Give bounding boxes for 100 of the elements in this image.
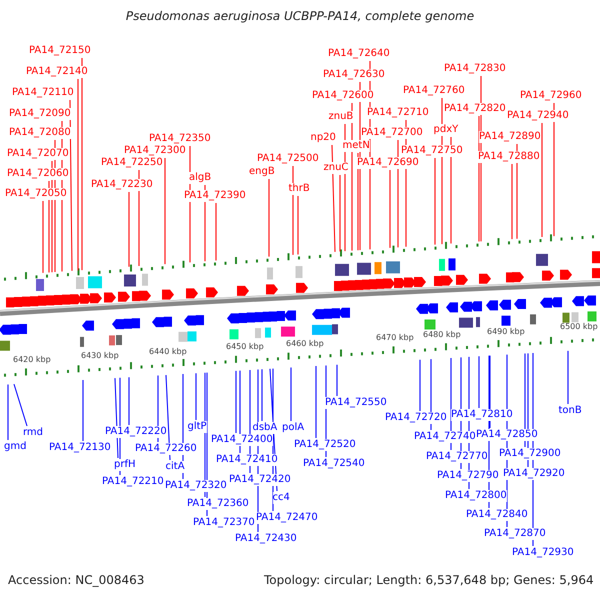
gene-label: PA14_72690: [357, 157, 419, 169]
gene-label: PA14_72740: [414, 431, 476, 443]
gene-label: PA14_72210: [102, 476, 164, 488]
gene-label: PA14_72920: [503, 468, 565, 480]
gene-label: PA14_72790: [437, 470, 499, 482]
gene-label: PA14_72890: [479, 131, 541, 143]
scale-label: 6460 kbp: [286, 338, 324, 349]
scale-label: 6500 kbp: [560, 322, 598, 332]
scale-label: 6430 kbp: [81, 351, 119, 361]
gene-label: PA14_72820: [444, 103, 506, 115]
gene-label: PA14_72300: [124, 145, 186, 157]
gene-label: PA14_72520: [294, 439, 356, 451]
scale-label: 6440 kbp: [149, 346, 187, 357]
gene-label: PA14_72150: [29, 45, 91, 57]
gene-label: PA14_72130: [49, 442, 111, 454]
gene-label: PA14_72700: [361, 127, 423, 139]
gene-label: PA14_72140: [26, 66, 88, 78]
gene-label: PA14_72720: [385, 412, 447, 424]
leader-line: [292, 166, 294, 256]
gene-label: PA14_72050: [5, 188, 67, 200]
gene-label: PA14_72540: [303, 458, 365, 470]
leader-line: [434, 158, 436, 246]
gene-label: PA14_72430: [235, 533, 297, 545]
gene-label: PA14_72800: [445, 490, 507, 502]
scale-label: 6450 kbp: [226, 342, 264, 352]
leader-line: [478, 356, 480, 408]
leader-line: [128, 376, 130, 426]
gene-label: dsbA: [252, 422, 278, 434]
gene-label: PA14_72940: [507, 110, 569, 122]
leader-line: [48, 180, 50, 273]
gene-label: PA14_72630: [323, 69, 385, 81]
leader-line: [128, 192, 130, 268]
scale-label: 6490 kbp: [487, 326, 525, 337]
gene-label: PA14_72960: [520, 90, 582, 102]
leader-line: [164, 158, 166, 265]
gene-label: PA14_72470: [256, 512, 318, 524]
leader-line: [516, 144, 518, 240]
gene-label: PA14_72640: [328, 48, 390, 60]
leader-line: [524, 353, 526, 448]
gene-label: polA: [282, 422, 304, 434]
gene-label: gmd: [4, 441, 26, 453]
gene-label: PA14_72070: [7, 148, 69, 160]
gene-label: PA14_72710: [367, 107, 429, 119]
leader-line: [336, 364, 338, 396]
gene-label: citA: [166, 461, 185, 473]
gene-label: PA14_72900: [499, 448, 561, 460]
gene-label: PA14_72110: [12, 87, 74, 99]
leader-line: [204, 372, 206, 498]
gene-label: PA14_72060: [7, 168, 69, 180]
gene-label: PA14_72600: [312, 90, 374, 102]
gene-label: PA14_72550: [325, 397, 387, 409]
gene-label: PA14_72220: [105, 426, 167, 438]
gene-label: PA14_72760: [403, 85, 465, 97]
gene-label: PA14_72830: [444, 63, 506, 75]
gene-label: algB: [189, 172, 212, 184]
gene-label: np20: [310, 132, 336, 144]
gene-label: PA14_72810: [451, 409, 513, 421]
gene-label: PA14_72850: [476, 429, 538, 441]
footer-text: Accession: NC_008463: [8, 574, 144, 586]
gene-label: metN: [342, 140, 370, 152]
gene-label: PA14_72350: [149, 133, 211, 145]
leader-line: [450, 357, 452, 450]
scale-label: 6480 kbp: [423, 330, 461, 340]
gene-label: cc4: [272, 492, 290, 504]
scale-label: 6420 kbp: [13, 355, 51, 366]
gene-label: gltP: [188, 421, 207, 433]
leader-line: [70, 100, 72, 272]
gene-label: PA14_72870: [484, 528, 546, 540]
leader-line: [42, 200, 44, 274]
gene-label: znuB: [328, 111, 354, 123]
gene-label: thrB: [288, 183, 310, 195]
gene-label: PA14_72390: [184, 190, 246, 202]
scale-label: 6470 kbp: [376, 333, 414, 344]
leader-line: [450, 136, 452, 244]
leader-line: [82, 380, 84, 442]
gene-label: PA14_72360: [187, 498, 249, 510]
gene-label: PA14_72400: [211, 434, 273, 446]
gene-label: engB: [249, 166, 275, 178]
gene-label: PA14_72260: [135, 443, 197, 455]
footer-text: Topology: circular; Length: 6,537,648 bp; Genes: 5,964: [264, 574, 594, 586]
gene-label: pdxY: [434, 124, 458, 136]
leader-line: [332, 144, 336, 252]
leader-line: [138, 170, 140, 266]
gene-label: PA14_72750: [401, 145, 463, 157]
leader-line: [14, 384, 28, 426]
gene-label: PA14_72370: [193, 517, 255, 529]
gene-label: PA14_72080: [9, 127, 71, 139]
gene-label: PA14_72420: [229, 474, 291, 486]
leader-line: [290, 367, 292, 422]
gene-label: PA14_72410: [216, 454, 278, 466]
leader-line: [166, 374, 170, 460]
gene-label: PA14_72840: [466, 509, 528, 521]
gene-label: PA14_72770: [426, 451, 488, 463]
leader-line: [268, 178, 270, 258]
gene-label: PA14_72230: [91, 179, 153, 191]
gene-label: PA14_72250: [101, 157, 163, 169]
gene-label: znuC: [324, 162, 348, 174]
leader-line: [478, 116, 480, 242]
gene-label: PA14_72500: [257, 153, 319, 165]
gene-label: prfH: [114, 459, 136, 471]
